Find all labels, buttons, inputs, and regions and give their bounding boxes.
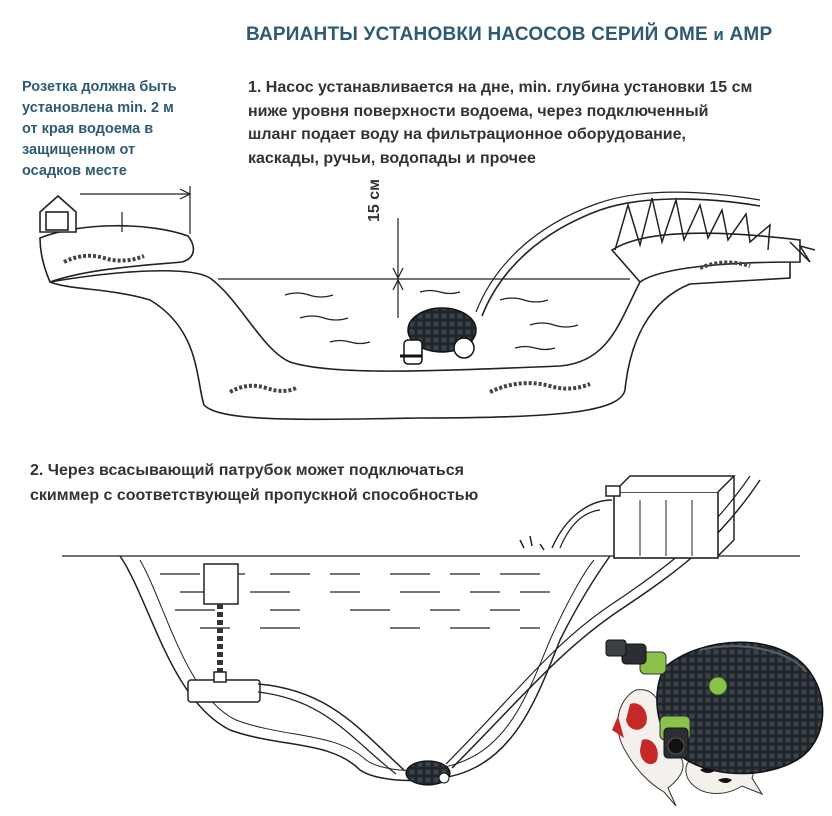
step-1-line: шланг подает воду на фильтрационное обор… (248, 126, 686, 143)
pond-2-illustration (62, 475, 800, 782)
pond-1-right-bank (610, 232, 801, 284)
skimmer-base (187, 679, 261, 703)
pond-1-plants (614, 197, 816, 263)
step-1-line: ниже уровня поверхности водоема, через п… (248, 102, 709, 120)
socket-note-line: осадков месте (22, 163, 127, 179)
socket-note-line: от края водоема в (22, 121, 154, 137)
socket-note-line: Розетка должна быть (22, 79, 177, 95)
step-2-description: 2. Через всасывающий патрубок может подк… (30, 458, 478, 508)
socket-note-line: защищенном от (22, 142, 136, 158)
pond-2-water-lines (160, 573, 550, 629)
pond-2-pressure-hose (451, 479, 761, 769)
pond-1-ripples (284, 289, 579, 351)
pond-1-left-bank (39, 224, 195, 284)
pond-1-hose-inner (475, 191, 761, 313)
pump-product-photo (605, 639, 824, 807)
step-2-line: скиммер с соответствующей пропускной спо… (30, 487, 479, 504)
pond-1-illustration (39, 186, 816, 421)
step-2-line: 2. Через всасывающий патрубок может подк… (30, 462, 464, 479)
step-1-description: 1. Насос устанавливается на дне, min. гл… (248, 76, 752, 170)
pond-2-pump-icon (405, 760, 451, 786)
step-1-line: каскады, ручьи, водопады и прочее (248, 149, 536, 167)
page-title: ВАРИАНТЫ УСТАНОВКИ НАСОСОВ СЕРИЙ OME и A… (246, 24, 772, 46)
filter-outflow (551, 499, 613, 549)
pond-1-gravel (63, 253, 751, 394)
socket-note-line: установлена min. 2 м (22, 100, 174, 116)
skimmer-body (203, 563, 239, 605)
title-main: ВАРИАНТЫ УСТАНОВКИ НАСОСОВ СЕРИЙ OME (246, 24, 708, 45)
title-conj: и (713, 25, 725, 44)
socket-note: Розетка должна быть установлена min. 2 м… (22, 77, 222, 182)
pond-2-suction-hose (257, 683, 405, 771)
depth-label: 15 см (366, 179, 383, 222)
title-tail: AMP (729, 24, 773, 45)
step-1-line: 1. Насос устанавливается на дне, min. гл… (248, 79, 753, 96)
pump-logo-badge (708, 676, 728, 696)
pond-1-hose (481, 198, 761, 317)
pond-1-pump-icon (400, 307, 477, 365)
socket-box (45, 211, 69, 231)
